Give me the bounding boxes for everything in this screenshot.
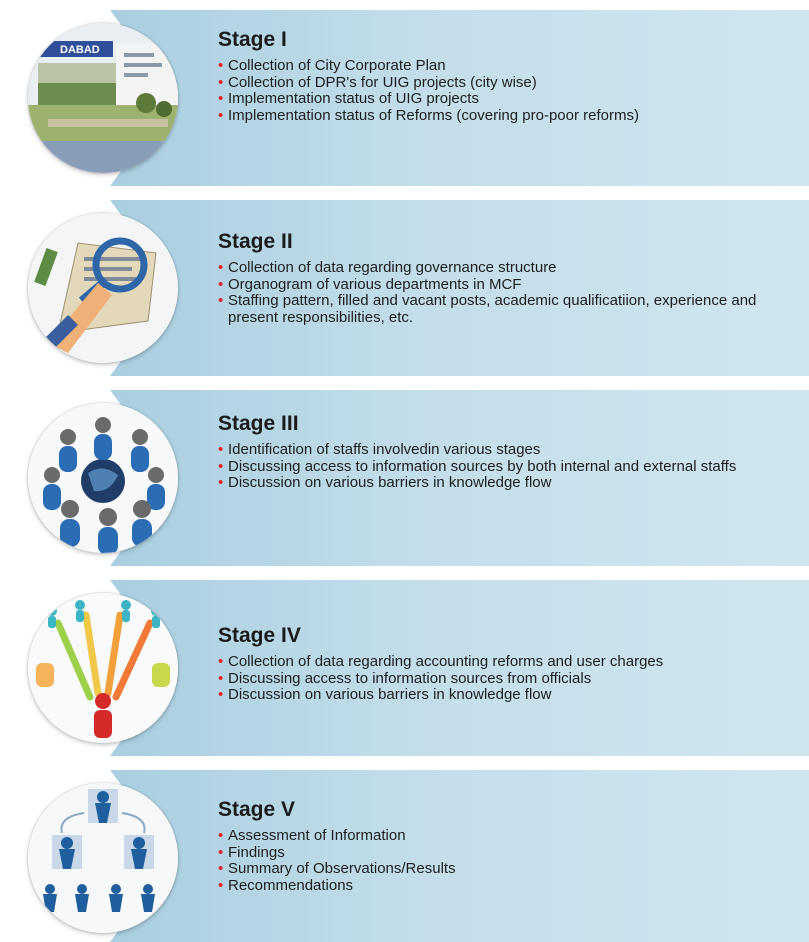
bullet-icon: • (218, 57, 224, 74)
list-item: •Discussing access to information source… (218, 457, 737, 475)
bullet-icon: • (218, 653, 224, 670)
list-item: •Discussion on various barriers in knowl… (218, 686, 552, 703)
list-item: •Recommendations (218, 876, 354, 894)
stage-4-title: Stage IV (218, 624, 301, 647)
bullet-icon: • (218, 275, 224, 293)
stage-1-band (110, 10, 809, 186)
list-item: •Identification of staffs involvedin var… (218, 441, 541, 458)
bullet-icon: • (218, 686, 224, 703)
stage-3-band (110, 390, 809, 566)
stage-2-content: Stage II •Collection of data regarding g… (218, 230, 801, 326)
stage-3-content: Stage III •Identification of staffs invo… (218, 412, 801, 492)
bullet-icon: • (218, 876, 224, 894)
stage-1-bullet-list: •Collection of City Corporate Plan •Coll… (218, 57, 801, 124)
bullet-icon: • (218, 843, 224, 861)
stage-4-content: Stage IV •Collection of data regarding a… (218, 624, 801, 704)
stage-4-bullet-list: •Collection of data regarding accounting… (218, 653, 801, 704)
stage-4-image-flow-arrows (28, 593, 178, 743)
list-item: •Summary of Observations/Results (218, 860, 456, 877)
stage-3-title: Stage III (218, 412, 299, 435)
list-item: •Staffing pattern, filled and vacant pos… (218, 292, 757, 326)
stage-1: DABAD Stage I •Collection of City Corpor… (0, 10, 809, 186)
stage-5: Stage V •Assessment of Information •Find… (0, 770, 809, 942)
list-item: •Findings (218, 843, 285, 861)
stage-4-band (110, 580, 809, 756)
stage-5-band (110, 770, 809, 942)
bullet-icon: • (218, 457, 224, 475)
stage-1-image-city-plan: DABAD (28, 23, 178, 173)
bullet-icon: • (218, 474, 224, 491)
stage-5-bullet-list: •Assessment of Information •Findings •Su… (218, 827, 801, 894)
stage-2-image-document-review (28, 213, 178, 363)
bullet-icon: • (218, 441, 224, 458)
list-item: •Implementation status of UIG projects (218, 90, 479, 107)
list-item: •Organogram of various departments in MC… (218, 275, 522, 293)
list-item: •Collection of DPR's for UIG projects (c… (218, 73, 537, 91)
list-item: •Collection of data regarding accounting… (218, 653, 664, 670)
stage-4: Stage IV •Collection of data regarding a… (0, 580, 809, 756)
bullet-icon: • (218, 259, 224, 276)
stage-1-content: Stage I •Collection of City Corporate Pl… (218, 28, 801, 124)
list-item: •Assessment of Information (218, 827, 406, 844)
stage-3: Stage III •Identification of staffs invo… (0, 390, 809, 566)
list-item: •Collection of City Corporate Plan (218, 57, 446, 74)
stage-2-band (110, 200, 809, 376)
stage-5-title: Stage V (218, 798, 296, 821)
bullet-icon: • (218, 669, 224, 687)
bullet-icon: • (218, 90, 224, 107)
stage-2: Stage II •Collection of data regarding g… (0, 200, 809, 376)
stage-5-image-org-chart (28, 783, 178, 933)
stage-3-image-people-network (28, 403, 178, 553)
bullet-icon: • (218, 827, 224, 844)
bullet-icon: • (218, 860, 224, 877)
stage-1-image-label: DABAD (60, 44, 100, 56)
bullet-icon: • (218, 106, 224, 124)
stage-2-title: Stage II (218, 230, 293, 253)
list-item: •Collection of data regarding governance… (218, 259, 557, 276)
stage-3-bullet-list: •Identification of staffs involvedin var… (218, 441, 801, 492)
list-item: •Discussion on various barriers in knowl… (218, 474, 552, 491)
stage-5-content: Stage V •Assessment of Information •Find… (218, 798, 801, 894)
list-item: •Implementation status of Reforms (cover… (218, 106, 639, 124)
bullet-icon: • (218, 73, 224, 91)
list-item: •Discussing access to information source… (218, 669, 592, 687)
bullet-icon: • (218, 292, 224, 309)
stage-1-title: Stage I (218, 28, 287, 51)
stage-2-bullet-list: •Collection of data regarding governance… (218, 259, 801, 326)
